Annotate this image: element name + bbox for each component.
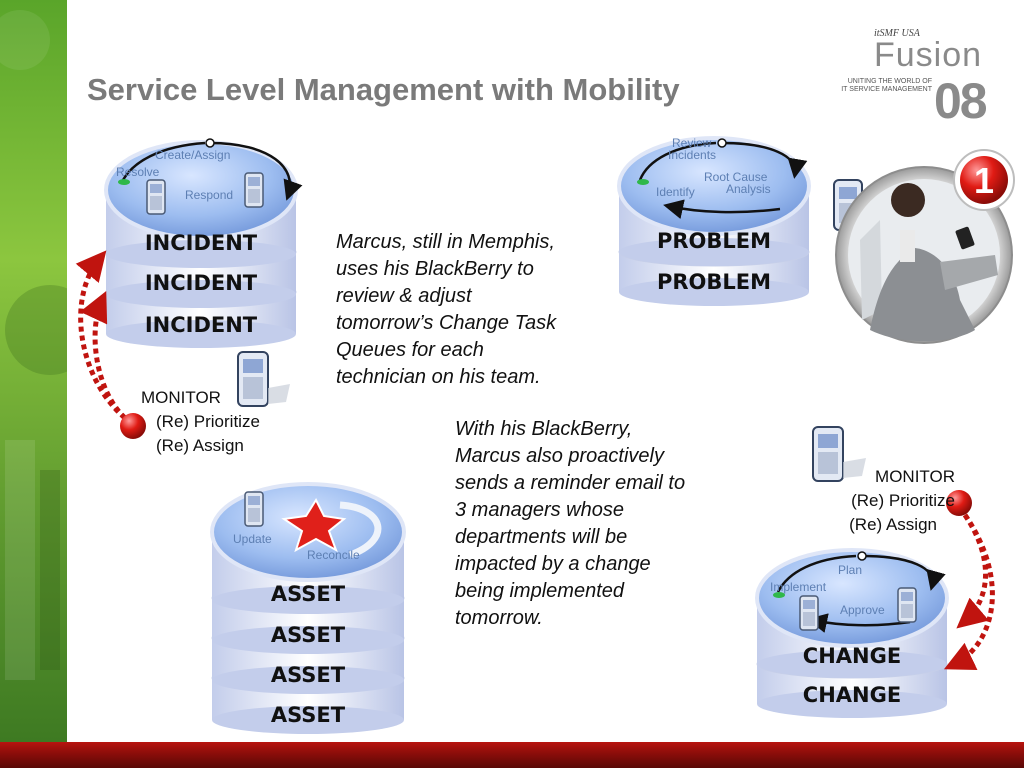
change-implement-label: Implement [770,580,827,594]
monitor-red-dot-left [120,413,146,439]
incident-label-3: INCIDENT [145,313,258,337]
incident-create-label: Create/Assign [155,148,230,162]
change-label-2: CHANGE [803,683,901,707]
number-badge: 1 [953,149,1015,211]
marcus-memphis-paragraph: Marcus, still in Memphis, uses his Black… [336,229,556,391]
blackberry-icon [237,351,290,407]
problem-rca-label-2: Analysis [726,182,771,196]
logo-tagline-1: UNITING THE WORLD OF [847,78,932,85]
problem-cycle-arrow-top [721,141,808,179]
problem-label-1: PROBLEM [657,229,771,253]
phone-icon [146,179,166,215]
incident-cycle-arc [120,141,206,183]
problem-review-label: Review [672,136,712,150]
asset-cycle-swoosh [339,501,382,559]
problem-label-2: PROBLEM [657,270,771,294]
change-label-1: CHANGE [803,644,901,668]
problem-rca-label-1: Root Cause [704,170,768,184]
phone-icon [799,595,819,631]
change-plan-label: Plan [838,563,862,577]
phone-icon [244,172,264,208]
text2-line-6: impacted by a change [455,553,651,575]
slide-title: Service Level Management with Mobility [87,72,680,107]
monitor-left-line-1: MONITOR [141,388,221,407]
text2-line-5: departments will be [455,526,628,548]
phone-icon [244,491,264,527]
problem-cycle-arc [638,141,717,181]
sidebar-texture [0,10,67,680]
blackberry-icon [812,426,866,482]
itsmf-logo-text: itSMF USA [874,28,920,39]
badge-number: 1 [974,160,994,201]
text1-line-1: Marcus, still in Memphis, [336,231,555,253]
asset-label-4: ASSET [271,703,346,727]
incident-start-dot [205,138,215,148]
asset-label-1: ASSET [271,582,346,606]
monitor-arrow-to-change-1 [956,513,989,629]
monitor-red-dot-right [946,490,972,516]
incident-label-2: INCIDENT [145,271,258,295]
problem-identify-label: Identify [656,185,695,199]
monitor-right-line-2: (Re) Prioritize [851,491,955,510]
monitor-text-left: MONITOR (Re) Prioritize (Re) Assign [141,386,260,458]
text2-line-4: 3 managers whose [455,499,624,521]
monitor-right-line-3: (Re) Assign [849,515,937,534]
green-sidebar [0,0,67,742]
change-approve-label: Approve [840,603,885,617]
asset-label-2: ASSET [271,623,346,647]
change-stack: CHANGE CHANGE Plan Implement Approve [755,548,949,718]
text1-line-2: uses his BlackBerry to [336,258,534,280]
change-cycle-arc [776,554,857,593]
change-green-dot [773,592,785,598]
incident-green-dot [118,179,130,185]
change-cycle-arrow-bottom [807,613,911,633]
problem-incidents-label: Incidents [668,148,716,162]
asset-stack: ASSET ASSET ASSET ASSET Update Reco [210,482,406,734]
monitor-arrow-to-incident-2 [79,290,127,420]
incident-resolve-label: Resolve [116,165,160,179]
star-icon [281,497,347,553]
incident-label-1: INCIDENT [145,231,258,255]
text2-line-1: With his BlackBerry, [455,418,633,440]
bottom-red-bar [0,742,1024,768]
monitor-left-line-2: (Re) Prioritize [156,412,260,431]
asset-reconcile-label: Reconcile [307,548,360,562]
text1-line-4: tomorrow’s Change Task [336,312,557,334]
phone-icon [897,587,917,623]
text2-line-7: being implemented [455,580,624,602]
text2-line-2: Marcus also proactively [455,445,664,467]
asset-label-3: ASSET [271,663,346,687]
monitor-arrow-to-change-2 [943,513,995,670]
incident-cycle-arrow [209,141,303,201]
monitor-text-right: MONITOR (Re) Prioritize (Re) Assign [816,465,955,537]
incident-stack: INCIDENT INCIDENT INCIDENT Create/Assign… [104,138,303,348]
problem-green-dot [637,179,649,185]
monitor-left-line-3: (Re) Assign [156,436,244,455]
problem-start-dot [717,138,727,148]
text2-line-8: tomorrow. [455,607,543,629]
asset-update-label: Update [233,532,272,546]
logo-tagline-2: IT SERVICE MANAGEMENT [841,86,932,93]
person-photo [835,166,1013,344]
text1-line-6: technician on his team. [336,366,541,388]
fusion-logo-text: Fusion [874,36,983,74]
monitor-right-line-1: MONITOR [875,467,955,486]
problem-stack: PROBLEM PROBLEM Review Incidents Identif… [617,136,811,306]
problem-cycle-arrow-bottom [663,199,781,219]
text1-line-3: review & adjust [336,285,472,307]
change-cycle-arrow-top [861,554,946,591]
change-start-dot [857,551,867,561]
incident-respond-label: Respond [185,188,233,202]
text1-line-5: Queues for each [336,339,484,361]
logo-year: 08 [934,73,988,129]
marcus-reminder-paragraph: With his BlackBerry, Marcus also proacti… [455,416,685,632]
text2-line-3: sends a reminder email to [455,472,686,494]
